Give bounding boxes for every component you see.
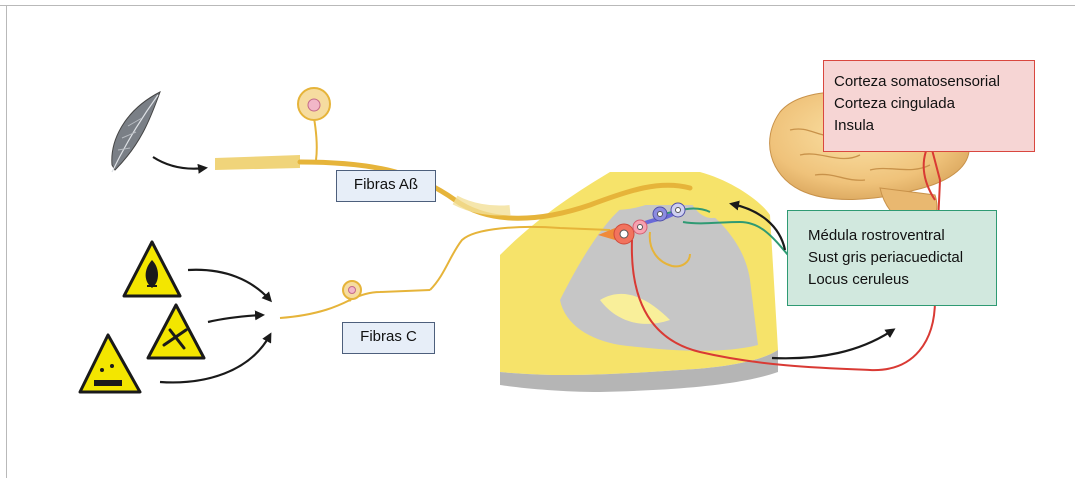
fibras-ab-label: Fibras Aß	[336, 170, 436, 202]
arrow-fire-to-c	[188, 270, 270, 300]
feather-icon	[112, 92, 160, 172]
fibras-ab-text: Fibras Aß	[337, 171, 435, 199]
fibras-c-text: Fibras C	[343, 323, 434, 351]
arrow-feather-to-ab	[153, 157, 205, 169]
fire-hazard-icon	[124, 242, 180, 296]
fibras-c-label: Fibras C	[342, 322, 435, 354]
cut-hazard-icon	[148, 305, 204, 358]
cortex-line-3: Insula	[834, 115, 1024, 137]
brainstem-label: Médula rostroventral Sust gris periacued…	[787, 210, 997, 306]
cortex-label: Corteza somatosensorial Corteza cingulad…	[823, 60, 1035, 152]
brainstem-line-3: Locus ceruleus	[808, 269, 976, 291]
corrosive-hazard-icon	[80, 335, 140, 392]
cortex-line-2: Corteza cingulada	[834, 93, 1024, 115]
brainstem-line-1: Médula rostroventral	[808, 225, 976, 247]
arrow-spinal-to-cortex	[772, 330, 893, 358]
arrow-cut-to-c	[208, 315, 262, 322]
cortex-line-1: Corteza somatosensorial	[834, 71, 1024, 93]
brainstem-line-2: Sust gris periacuedictal	[808, 247, 976, 269]
